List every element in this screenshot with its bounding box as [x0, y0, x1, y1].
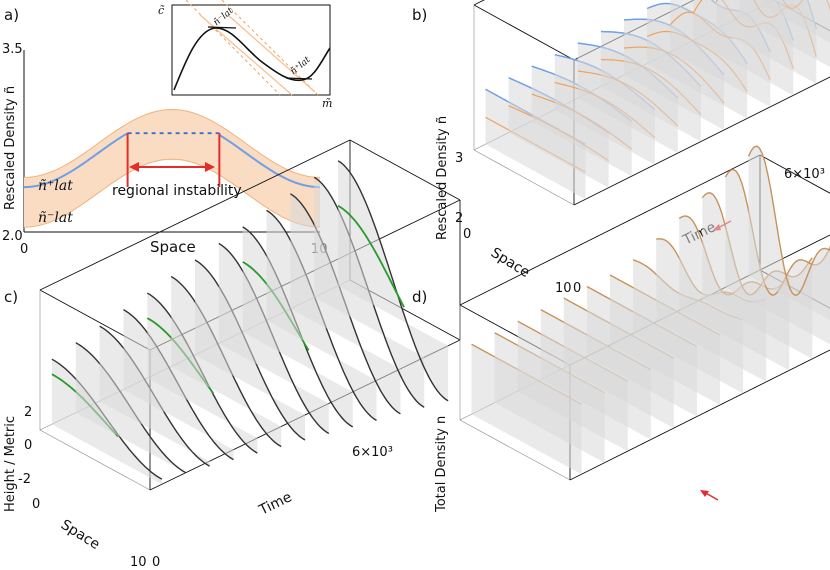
panel-c-space-label: Space — [58, 517, 103, 553]
panel-d-curve-12 — [747, 145, 830, 297]
panel-d-box-edge-2 — [459, 419, 571, 481]
panel-b-slices — [485, 0, 830, 200]
panel-c-time-tick-max: 6×10³ — [352, 445, 393, 460]
panel-c-space-tick-0: 0 — [32, 497, 40, 512]
panel-c-curve-12 — [337, 160, 449, 402]
panel-d-slice-panel-12 — [748, 146, 830, 321]
panel-b-box-edge-2 — [473, 149, 575, 206]
inset-dashed-line-2 — [221, 0, 319, 96]
panel-a-inset: c̃ m̃ ñ⁻lat ñ⁺lat — [158, 0, 332, 110]
band-upper-edge — [23, 108, 321, 178]
panel-d-box-edge-4 — [459, 154, 761, 306]
panel-b-box-edge-6 — [473, 4, 575, 61]
lower-bound-label: ñ⁻lat — [38, 210, 73, 226]
panel-c-box-edge-7 — [349, 139, 461, 201]
panel-d-slices — [471, 145, 830, 475]
panel-d-box-edge-7 — [759, 154, 830, 194]
panel-a-ytick-top: 3.5 — [2, 42, 23, 57]
panel-b-space-tick-10: 10 — [555, 281, 572, 296]
panel-b-ylabel: Rescaled Density ñ — [435, 116, 450, 240]
panel-c: c) 2 0 -2 Height / Metric 0 10 0 6×10³ S… — [3, 139, 461, 570]
density-curve-left — [24, 132, 129, 189]
panel-d: d) Total Density n — [412, 145, 830, 513]
panel-c-box-edge-2 — [39, 429, 151, 491]
panel-a-xtick-left: 0 — [20, 242, 28, 257]
panel-d-slice-12 — [747, 145, 830, 321]
panel-a-ylabel: Rescaled Density ñ — [3, 86, 18, 210]
panel-c-ytick-neg2: -2 — [18, 472, 31, 487]
inset-tangent-2 — [285, 77, 313, 80]
panel-c-ytick-0: 0 — [24, 438, 32, 453]
panel-c-box-edge-4 — [39, 139, 351, 291]
panel-b-time-tick-0: 0 — [573, 281, 581, 296]
panel-c-ytick-2: 2 — [24, 405, 32, 420]
panel-b: b) 2 3 Rescaled Density ñ 0 10 0 6×10³ S… — [412, 0, 830, 296]
panel-c-slices — [51, 160, 449, 485]
inset-curve — [173, 27, 331, 91]
panel-b-space-label: Space — [488, 245, 533, 281]
panel-a-xlabel: Space — [150, 238, 196, 256]
inset-frame — [171, 4, 331, 96]
panel-c-second-curve-12 — [337, 205, 405, 308]
panel-b-space-tick-0: 0 — [463, 227, 471, 242]
inset-xlabel: m̃ — [322, 97, 332, 110]
panel-b-ytick-2: 2 — [455, 211, 463, 226]
inset-dashed-line-1 — [185, 0, 281, 96]
panel-b-slice-12 — [762, 0, 830, 43]
inset-ylabel: c̃ — [158, 4, 165, 17]
panel-a-ytick-bottom: 2.0 — [2, 229, 23, 244]
inset-tangent-1 — [207, 26, 237, 29]
panel-c-label: c) — [4, 288, 18, 306]
inset-line-2 — [227, 14, 316, 93]
panel-d-label: d) — [412, 288, 427, 306]
panel-a-label: a) — [4, 6, 19, 24]
band-lower-edge — [23, 158, 321, 228]
panel-c-slice-12 — [337, 160, 449, 402]
arrow-head-left — [129, 162, 139, 172]
panel-b-label: b) — [412, 6, 427, 24]
panel-b-time-tick-max: 6×10³ — [784, 167, 825, 182]
panel-b-ytick-3: 3 — [455, 151, 463, 166]
panel-c-space-tick-10: 10 — [130, 555, 147, 570]
upper-bound-label: ñ⁺lat — [38, 178, 73, 194]
panel-a: a) 3.5 2.0 0 10 Space Rescaled Density ñ… — [2, 0, 332, 257]
density-curve-right — [218, 134, 320, 189]
panel-d-time-marker-head — [700, 490, 709, 497]
regional-instability-label: regional instability — [112, 183, 242, 199]
panel-c-ylabel: Height / Metric — [3, 416, 18, 512]
panel-c-time-label: Time — [256, 489, 295, 519]
panel-d-ylabel: Total Density n — [434, 416, 449, 513]
panel-b-slice-panel-12 — [762, 0, 830, 43]
panel-c-time-tick-0: 0 — [152, 555, 160, 570]
arrow-head-right — [205, 162, 215, 172]
